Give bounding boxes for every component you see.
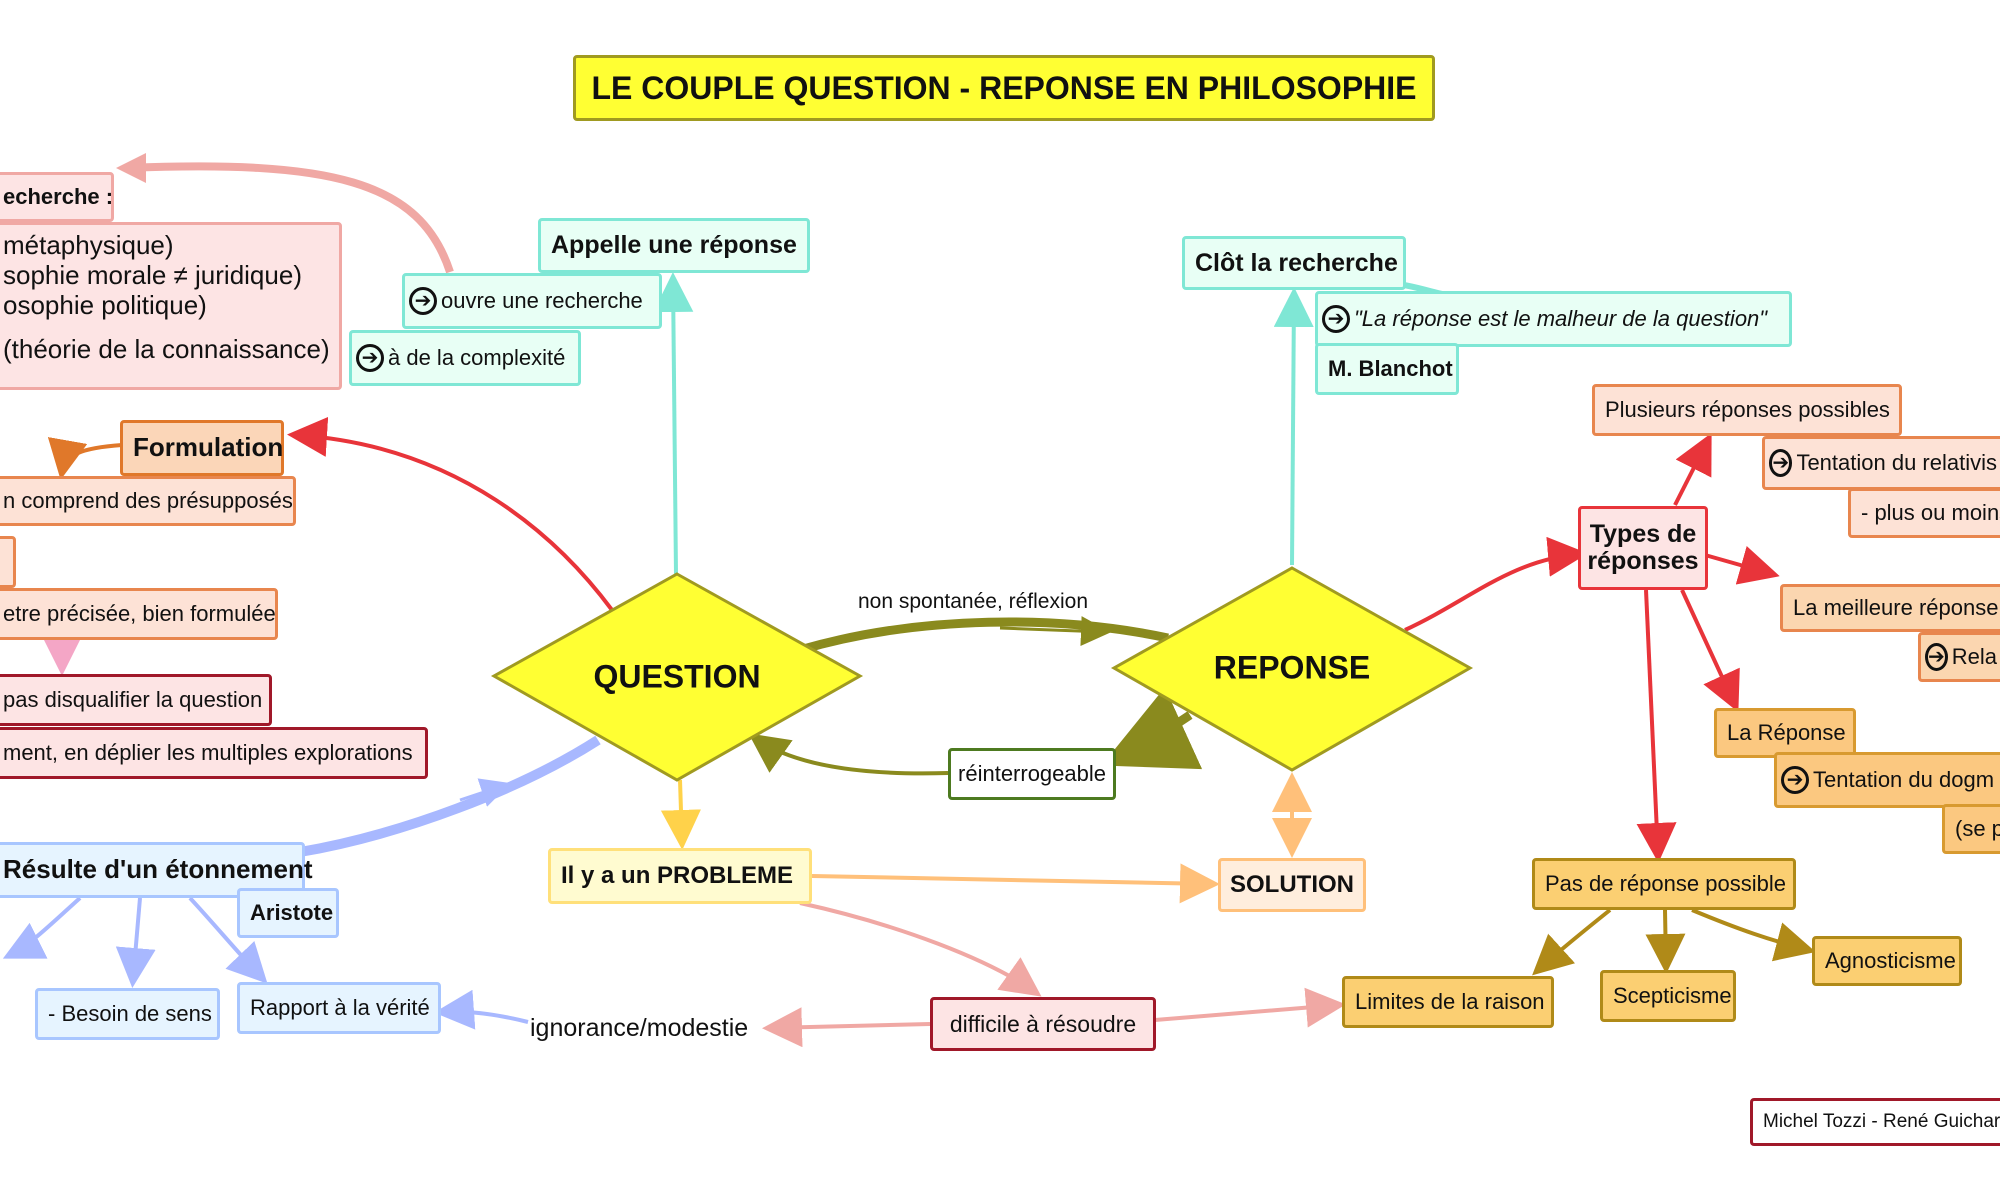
question-label[interactable]: QUESTION [593,658,761,695]
node-scepticisme[interactable]: Scepticisme [1600,970,1736,1022]
node-dogm[interactable]: ➔ Tentation du dogm [1774,752,2000,808]
circle-arrow-icon: ➔ [409,287,437,315]
reponse-label[interactable]: REPONSE [1213,649,1371,686]
node-meilleure[interactable]: La meilleure réponse [1780,584,2000,632]
domain-politique: osophie politique) [3,289,207,320]
node-disqualifier[interactable]: pas disqualifier la question [0,674,272,726]
node-aristote[interactable]: Aristote [237,888,339,938]
node-presupposes[interactable]: n comprend des présupposés [0,476,296,526]
credit-box: Michel Tozzi - René Guichar [1750,1098,2000,1146]
node-quote[interactable]: ➔ "La réponse est le malheur de la quest… [1315,291,1792,347]
node-complexite[interactable]: ➔ à de la complexité [349,330,581,386]
page-title: LE COUPLE QUESTION - REPONSE EN PHILOSOP… [573,55,1435,121]
dogm-label: Tentation du dogm [1813,767,1995,793]
question-diamond [490,572,864,782]
node-rapport[interactable]: Rapport à la vérité [237,982,441,1034]
domain-metaphysique: métaphysique) [3,230,174,260]
node-formulation[interactable]: Formulation [120,420,284,476]
node-relativis[interactable]: ➔ Tentation du relativis [1762,436,2000,490]
ouvre-label: ouvre une recherche [441,288,643,314]
node-la-reponse[interactable]: La Réponse [1714,708,1856,758]
node-etonnement[interactable]: Résulte d'un étonnement [0,842,313,898]
relativis-label: Tentation du relativis [1796,450,1997,476]
label-non-spontanee: non spontanée, réflexion [858,590,1089,613]
node-deplier[interactable]: ment, en déplier les multiples explorati… [0,727,428,779]
node-precisee[interactable]: etre précisée, bien formulée [0,588,278,640]
node-difficile[interactable]: difficile à résoudre [930,997,1156,1051]
node-pas-de[interactable]: Pas de réponse possible [1532,858,1796,910]
node-solution[interactable]: SOLUTION [1218,858,1366,912]
circle-arrow-icon: ➔ [1781,766,1809,794]
quote-label: "La réponse est le malheur de la questio… [1354,306,1768,332]
node-ouvre[interactable]: ➔ ouvre une recherche [402,273,662,329]
circle-arrow-icon: ➔ [1769,449,1793,477]
node-besoin[interactable]: - Besoin de sens [35,988,220,1040]
node-sep[interactable]: (se p [1942,804,2000,854]
node-limites[interactable]: Limites de la raison [1342,976,1554,1028]
label-ignorance: ignorance/modestie [530,1014,749,1042]
node-hidden-stub[interactable] [0,536,16,588]
node-clot[interactable]: Clôt la recherche [1182,236,1406,290]
node-recherche[interactable]: echerche : [0,172,114,222]
node-domains[interactable]: métaphysique) sophie morale ≠ juridique)… [0,222,342,390]
node-plusieurs[interactable]: Plusieurs réponses possibles [1592,384,1902,436]
node-blanchot[interactable]: M. Blanchot [1315,343,1459,395]
reponse-diamond [1110,566,1474,772]
rela-label: Rela [1951,644,1998,670]
node-appelle[interactable]: Appelle une réponse [538,218,810,273]
circle-arrow-icon: ➔ [1322,305,1350,333]
domain-connaissance: (théorie de la connaissance) [3,333,330,364]
circle-arrow-icon: ➔ [1925,643,1948,671]
node-probleme[interactable]: Il y a un PROBLEME [548,848,812,904]
node-rela[interactable]: ➔ Rela [1918,632,2000,682]
node-agnosticisme[interactable]: Agnosticisme [1812,936,1962,986]
circle-arrow-icon: ➔ [356,344,384,372]
node-reinterrogeable[interactable]: réinterrogeable [948,748,1116,800]
node-types[interactable]: Types de réponses [1578,506,1708,590]
domain-morale: sophie morale ≠ juridique) [3,259,302,290]
complexite-label: à de la complexité [388,345,566,371]
node-plus-moins[interactable]: - plus ou moins [1848,488,2000,538]
